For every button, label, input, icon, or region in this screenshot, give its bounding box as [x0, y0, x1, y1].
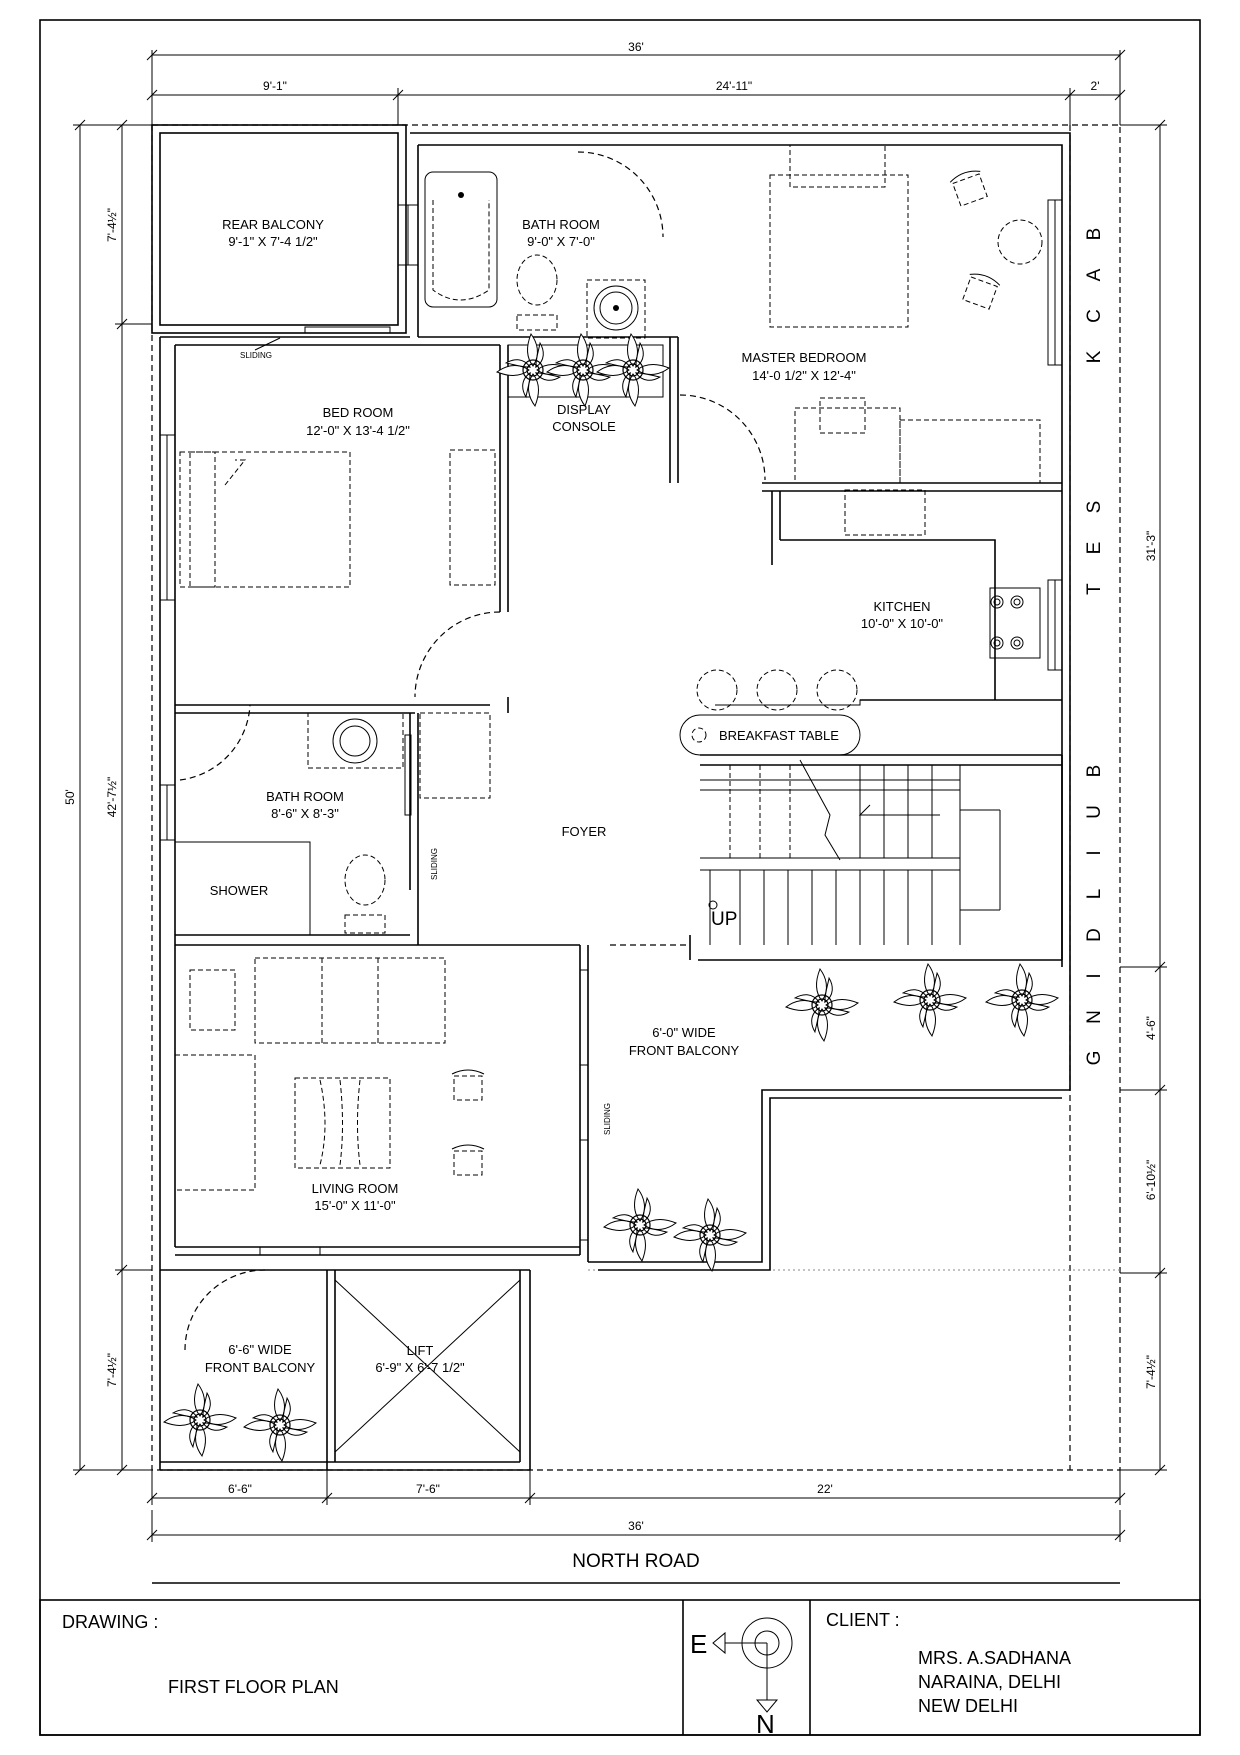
- top-dimensions: 36' 9'-1" 24'-11" 2': [146, 40, 1126, 125]
- rear-balcony-size: 9'-1" X 7'-4 1/2": [228, 234, 318, 249]
- bottom-dimensions: 6'-6" 7'-6" 22' 36': [146, 1470, 1126, 1542]
- plot-boundary: [151, 124, 1121, 1471]
- shower-label: SHOWER: [210, 883, 269, 898]
- front-balcony-right-line1: 6'-0" WIDE: [652, 1025, 716, 1040]
- setback-letter-5: S: [1084, 501, 1105, 514]
- bath-mid-fixtures: [174, 712, 491, 936]
- front-balcony-right-line2: FRONT BALCONY: [629, 1043, 740, 1058]
- bedroom-size: 12'-0" X 13'-4 1/2": [306, 423, 410, 438]
- setback-letter-15: G: [1084, 1051, 1105, 1066]
- kitchen-name: KITCHEN: [873, 599, 930, 614]
- lift-name: LIFT: [407, 1343, 434, 1358]
- setback-letter-4: K: [1084, 350, 1105, 363]
- drawing-title: FIRST FLOOR PLAN: [168, 1677, 339, 1697]
- dim-right-top: 31'-3": [1144, 531, 1158, 562]
- dim-top-total: 36': [628, 40, 644, 54]
- door-swings: [179, 151, 766, 1351]
- room-labels: REAR BALCONY 9'-1" X 7'-4 1/2" BATH ROOM…: [205, 217, 944, 1375]
- bedroom-name: BED ROOM: [323, 405, 394, 420]
- front-balcony-left-line1: 6'-6" WIDE: [228, 1342, 292, 1357]
- stair-up-label: UP: [711, 909, 737, 930]
- staircase: [700, 759, 1001, 945]
- foyer-label: FOYER: [562, 824, 607, 839]
- lift-size: 6'-9" X 6'-7 1/2": [375, 1360, 465, 1375]
- dim-top-right: 2': [1091, 79, 1100, 93]
- setback-letter-11: L: [1084, 889, 1105, 900]
- rear-balcony-name: REAR BALCONY: [222, 217, 324, 232]
- setback-label: B A C K S E T B U I L D I N G: [1084, 228, 1105, 1066]
- dim-bottom-right: 22': [817, 1482, 833, 1496]
- dim-left-total: 50': [63, 789, 77, 805]
- dim-top-left: 9'-1": [263, 79, 287, 93]
- dim-bottom-total: 36': [628, 1519, 644, 1533]
- road-label: NORTH ROAD: [572, 1551, 699, 1572]
- bedroom-furniture: [179, 449, 496, 588]
- front-balcony-plant-2: [893, 963, 967, 1037]
- left-balcony-plant-1: [163, 1383, 237, 1457]
- dim-left-top: 7'-4½": [105, 208, 119, 242]
- living-room-size: 15'-0" X 11'-0": [314, 1198, 396, 1213]
- bath-top-name: BATH ROOM: [522, 217, 600, 232]
- breakfast-table-label: BREAKFAST TABLE: [719, 728, 839, 743]
- bath-mid-name: BATH ROOM: [266, 789, 344, 804]
- master-bedroom-size: 14'-0 1/2" X 12'-4": [752, 368, 856, 383]
- dim-bottom-left: 6'-6": [228, 1482, 252, 1496]
- bath-top-size: 9'-0" X 7'-0": [527, 234, 595, 249]
- living-room-name: LIVING ROOM: [312, 1181, 399, 1196]
- bath-top-fixtures: [424, 171, 646, 339]
- front-balcony-plant-5: [673, 1198, 747, 1272]
- dim-right-3: 6'-10½": [1144, 1160, 1158, 1201]
- front-balcony-plant-1: [785, 968, 859, 1042]
- drawing-label: DRAWING :: [62, 1612, 158, 1632]
- windows: [159, 199, 1063, 1256]
- master-bedroom-name: MASTER BEDROOM: [742, 350, 867, 365]
- title-block: DRAWING : FIRST FLOOR PLAN E N CLIENT : …: [62, 1610, 1071, 1739]
- front-balcony-left-line2: FRONT BALCONY: [205, 1360, 316, 1375]
- client-line-1: MRS. A.SADHANA: [918, 1648, 1071, 1668]
- dim-top-mid: 24'-11": [716, 79, 752, 93]
- sliding-doors: SLIDING SLIDING SLIDING: [240, 326, 612, 1241]
- setback-letter-1: B: [1084, 228, 1105, 241]
- compass-east-label: E: [690, 1629, 707, 1659]
- right-dimensions: 31'-3" 4'-6" 6'-10½" 7'-4½": [1120, 119, 1167, 1476]
- master-bedroom-furniture: [769, 144, 1043, 484]
- setback-letter-7: T: [1084, 583, 1105, 595]
- setback-letter-8: B: [1084, 765, 1105, 778]
- north-arrow-icon: [712, 1617, 793, 1713]
- setback-letter-10: I: [1084, 850, 1105, 855]
- setback-letter-3: C: [1084, 309, 1105, 323]
- title-block-frame: [39, 1599, 1201, 1736]
- sheet-border: [39, 19, 1201, 1736]
- sliding-label-3: SLIDING: [603, 1103, 612, 1135]
- setback-letter-13: I: [1084, 973, 1105, 978]
- setback-letter-6: E: [1084, 542, 1105, 555]
- sliding-label-1: SLIDING: [240, 351, 272, 360]
- client-label: CLIENT :: [826, 1610, 900, 1630]
- dim-right-4: 7'-4½": [1144, 1355, 1158, 1389]
- kitchen-fixtures: [679, 489, 1041, 756]
- setback-letter-2: A: [1084, 268, 1105, 281]
- dim-right-2: 4'-6": [1144, 1016, 1158, 1040]
- setback-letter-9: U: [1084, 805, 1105, 819]
- dim-left-bottom: 7'-4½": [105, 1353, 119, 1387]
- setback-letter-14: N: [1084, 1010, 1105, 1024]
- kitchen-size: 10'-0" X 10'-0": [861, 616, 944, 631]
- dim-bottom-mid: 7'-6": [416, 1482, 440, 1496]
- bath-mid-size: 8'-6" X 8'-3": [271, 806, 339, 821]
- display-console-line1: DISPLAY: [557, 402, 611, 417]
- living-room-furniture: [174, 957, 485, 1191]
- client-line-2: NARAINA, DELHI: [918, 1672, 1061, 1692]
- front-balcony-plant-3: [985, 963, 1059, 1037]
- left-balcony-plant-2: [243, 1388, 317, 1462]
- client-line-3: NEW DELHI: [918, 1696, 1018, 1716]
- setback-letter-12: D: [1084, 928, 1105, 942]
- dim-left-mid: 42'-7½": [105, 777, 119, 818]
- front-balcony-plant-4: [603, 1188, 677, 1262]
- display-console-line2: CONSOLE: [552, 419, 616, 434]
- sliding-label-2: SLIDING: [430, 848, 439, 880]
- compass-north-label: N: [756, 1709, 775, 1739]
- left-dimensions: 50' 7'-4½" 42'-7½" 7'-4½": [63, 119, 152, 1476]
